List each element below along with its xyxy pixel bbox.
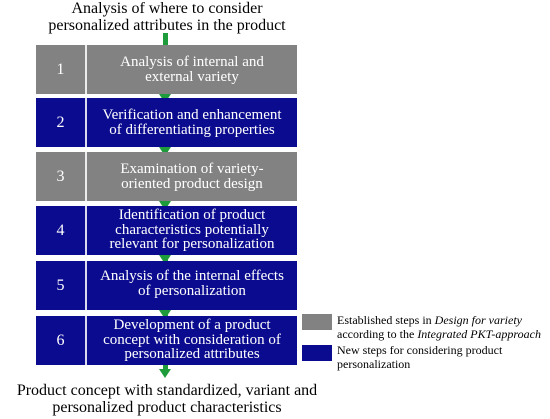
step-6-number: 6 [36,316,87,365]
output-label: Product concept with standardized, varia… [16,382,318,416]
step-4-label: Identification of product characteristic… [109,207,275,252]
arrow-head-2 [159,147,171,156]
legend-established-swatch [302,314,332,330]
step-1-label: Analysis of internal and external variet… [120,54,264,85]
arrow-head-final [159,369,171,378]
step-2-number: 2 [36,98,87,147]
step-3-label: Examination of variety- oriented product… [120,161,264,192]
legend-established-italic2: Integrated PKT-approach [417,327,541,341]
step-6: 6 Development of a product concept with … [36,316,297,365]
legend-established-part2: according to the [337,327,418,341]
step-1: 1 Analysis of internal and external vari… [36,45,297,94]
arrow-head-5 [159,310,171,319]
step-4-number: 4 [36,206,87,255]
step-3: 3 Examination of variety- oriented produ… [36,152,297,201]
legend-established-text: Established steps in Design for variety … [337,313,549,341]
legend-new-text: New steps for considering product person… [337,343,503,371]
arrow-head-3 [159,201,171,210]
step-3-number: 3 [36,152,87,201]
step-6-label: Development of a product concept with co… [103,317,281,362]
step-1-number: 1 [36,45,87,94]
legend-established-italic1: Design for variety [434,313,522,327]
step-5-label: Analysis of the internal effects of pers… [100,268,284,299]
arrow-head-4 [159,255,171,264]
step-2-label: Verification and enhancement of differen… [102,107,282,138]
step-2: 2 Verification and enhancement of differ… [36,98,297,147]
legend-new-swatch [302,345,332,361]
step-5-number: 5 [36,261,87,310]
input-label: Analysis of where to consider personaliz… [48,0,286,34]
legend-established-part1: Established steps in [337,313,435,327]
step-5: 5 Analysis of the internal effects of pe… [36,261,297,310]
step-4: 4 Identification of product characterist… [36,206,297,255]
